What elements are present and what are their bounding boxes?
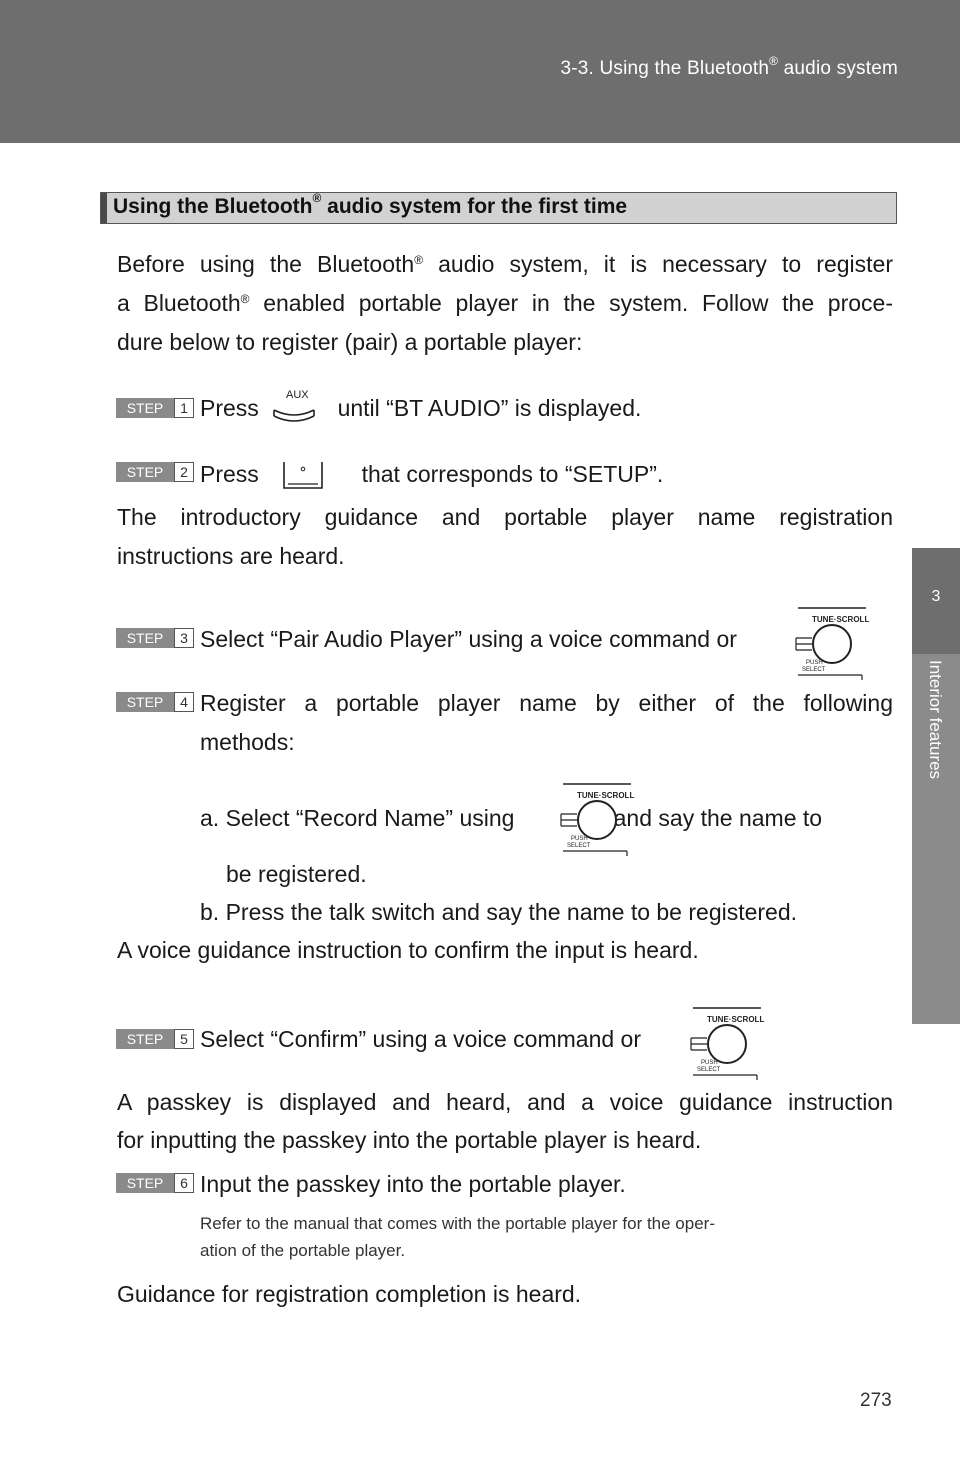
tune-scroll-knob-icon: TUNE·SCROLL PUSH SELECT	[690, 1007, 764, 1080]
aux-icon-label: AUX	[286, 389, 309, 401]
step-6-note-line-2: ation of the portable player.	[200, 1241, 406, 1260]
step-label: STEP	[116, 398, 174, 418]
step-5-text: Select “Confirm” using a voice command o…	[200, 1020, 900, 1059]
registered-mark: ®	[240, 292, 250, 306]
method-a-line-1: a. Select “Record Name” using , and say …	[200, 799, 893, 838]
intro-text: Before using the Bluetooth	[117, 251, 415, 277]
knob-label: TUNE·SCROLL	[812, 615, 869, 624]
chapter-tab: 3	[912, 548, 960, 654]
knob-label: TUNE·SCROLL	[577, 791, 634, 800]
step-5-result-line-2: for inputting the passkey into the porta…	[117, 1127, 702, 1153]
step-1-text: Press until “BT AUDIO” is displayed.	[200, 389, 900, 428]
registered-mark: ®	[312, 191, 322, 205]
step-text: Select “Pair Audio Player” using a voice…	[200, 626, 744, 652]
step-text: Select “Confirm” using a voice command o…	[200, 1026, 648, 1052]
knob-select-label: SELECT	[567, 843, 591, 849]
page-header: 3-3. Using the Bluetooth® audio system	[0, 0, 960, 143]
aux-button-icon: AUX	[273, 389, 315, 422]
preset-button-icon	[283, 462, 323, 489]
section-title-prefix: Using the Bluetooth	[113, 195, 313, 218]
method-a-line-2: be registered.	[226, 861, 367, 887]
step-2-result-line-2: instructions are heard.	[117, 543, 345, 569]
page-number: 273	[860, 1390, 892, 1411]
chapter-label: Interior features	[926, 660, 945, 780]
step-number: 4	[174, 692, 194, 712]
step-3-text: Select “Pair Audio Player” using a voice…	[200, 620, 900, 659]
chapter-number: 3	[931, 588, 941, 605]
tune-scroll-knob-icon: TUNE·SCROLL PUSH SELECT	[560, 783, 634, 856]
step-number: 3	[174, 628, 194, 648]
step-4-result: A voice guidance instruction to confirm …	[117, 937, 699, 963]
knob-push-label: PUSH	[701, 1060, 718, 1066]
step-text: Press	[200, 395, 266, 421]
step-number: 5	[174, 1029, 194, 1049]
section-heading: Using the Bluetooth® audio system for th…	[100, 191, 897, 224]
intro-line-3: dure below to register (pair) a portable…	[117, 329, 583, 355]
step-2-result-line-1: The introductory guidance and portable p…	[117, 504, 893, 530]
step-label: STEP	[116, 692, 174, 712]
section-heading-bar	[101, 193, 107, 223]
header-title-suffix: audio system	[778, 58, 898, 79]
step-5-result-line-1: A passkey is displayed and heard, and a …	[117, 1089, 893, 1115]
chapter-label-tab: Interior features	[912, 654, 960, 1024]
step-label: STEP	[116, 628, 174, 648]
method-b: b. Press the talk switch and say the nam…	[200, 899, 798, 925]
knob-push-label: PUSH	[806, 660, 823, 666]
knob-select-label: SELECT	[802, 667, 826, 673]
intro-line-1: Before using the Bluetooth® audio system…	[117, 245, 893, 284]
intro-line-2: a Bluetooth® enabled portable player in …	[117, 284, 893, 323]
registered-mark: ®	[414, 253, 424, 267]
step-text: until “BT AUDIO” is displayed.	[331, 395, 642, 421]
step-number: 2	[174, 462, 194, 482]
completion-text: Guidance for registration completion is …	[117, 1281, 582, 1307]
tune-scroll-knob-icon: TUNE·SCROLL PUSH SELECT	[795, 607, 869, 680]
step-4-line-2: methods:	[200, 729, 295, 755]
step-6-note-line-1: Refer to the manual that comes with the …	[200, 1214, 715, 1233]
method-text: a. Select “Record Name” using	[200, 805, 521, 831]
knob-label: TUNE·SCROLL	[707, 1015, 764, 1024]
intro-text: audio system, it is necessary to registe…	[423, 251, 893, 277]
step-number: 1	[174, 398, 194, 418]
intro-text: enabled portable player in the system. F…	[249, 290, 893, 316]
step-label: STEP	[116, 462, 174, 482]
step-6-text: Input the passkey into the portable play…	[200, 1171, 626, 1197]
step-text: Press	[200, 461, 266, 487]
step-number: 6	[174, 1173, 194, 1193]
step-label: STEP	[116, 1029, 174, 1049]
header-title: 3-3. Using the Bluetooth® audio system	[560, 54, 898, 80]
section-title: Using the Bluetooth® audio system for th…	[113, 191, 628, 219]
header-title-prefix: 3-3. Using the Bluetooth	[560, 58, 770, 79]
step-text: that corresponds to “SETUP”.	[355, 461, 664, 487]
section-title-suffix: audio system for the first time	[321, 195, 628, 218]
intro-text: a Bluetooth	[117, 290, 241, 316]
knob-push-label: PUSH	[571, 836, 588, 842]
step-2-text: Press that corresponds to “SETUP”.	[200, 455, 900, 494]
knob-select-label: SELECT	[697, 1067, 721, 1073]
step-label: STEP	[116, 1173, 174, 1193]
step-4-line-1: Register a portable player name by eithe…	[200, 690, 893, 716]
registered-mark: ®	[769, 54, 779, 68]
method-text: , and say the name to	[600, 805, 823, 831]
